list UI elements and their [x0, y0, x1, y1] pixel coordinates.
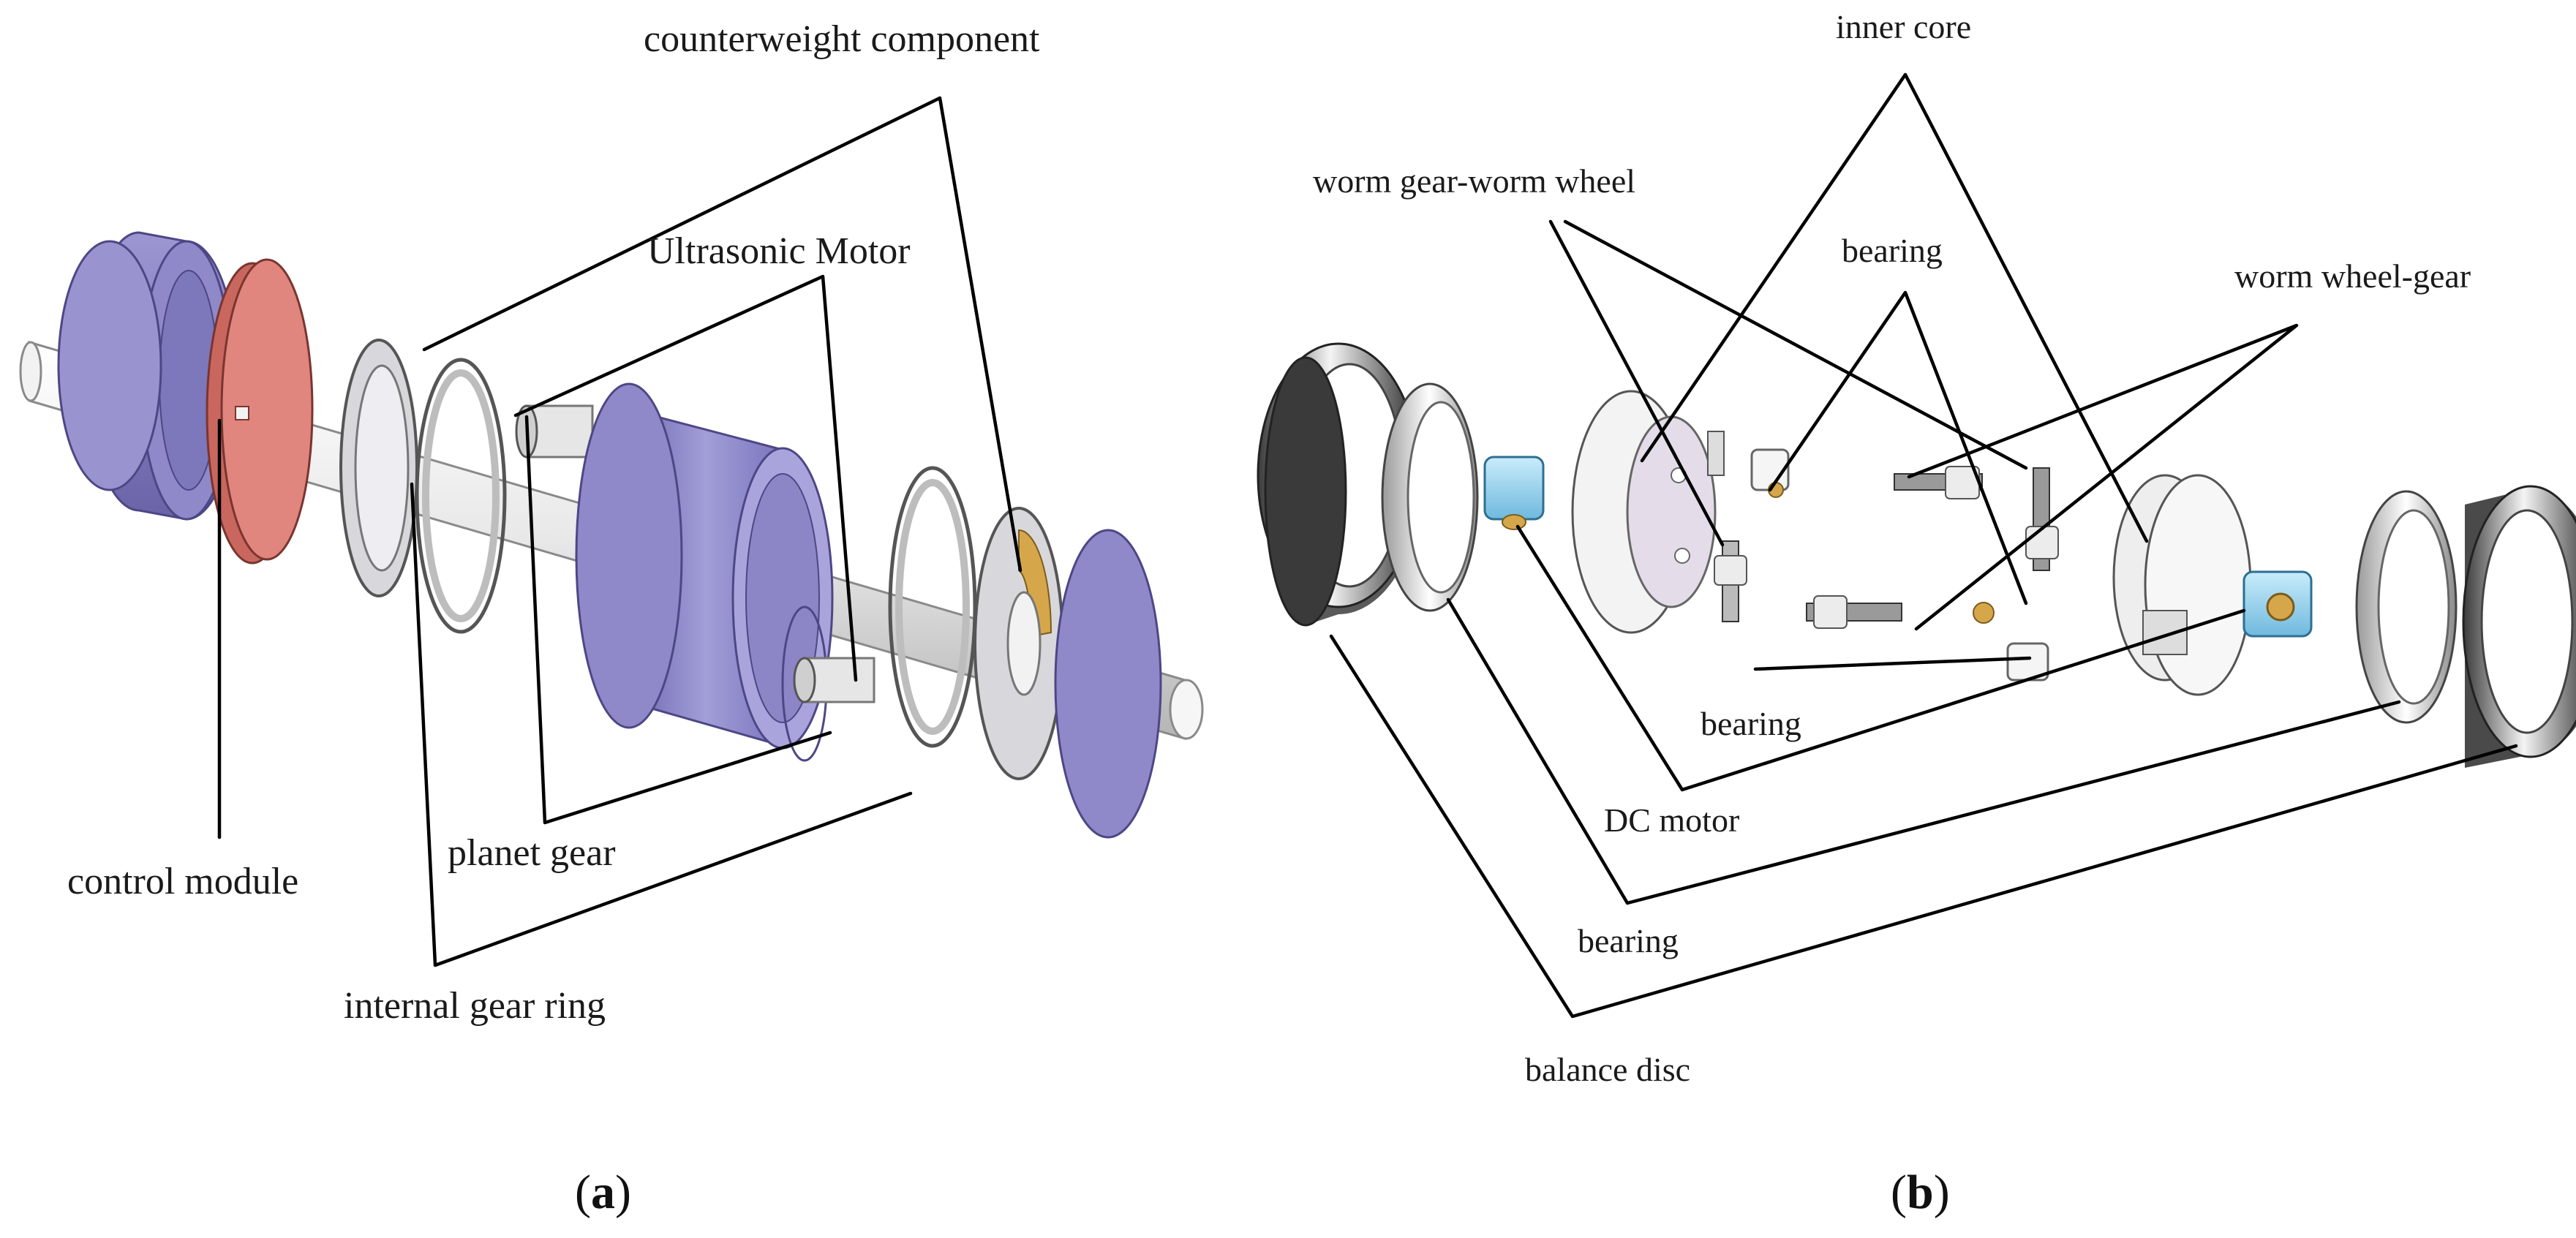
panel-b: inner core worm gear-worm wheel bearing …: [1257, 8, 2576, 1219]
label-worm-gear-worm-wheel: worm gear-worm wheel: [1313, 162, 1635, 200]
label-counterweight-component: counterweight component: [644, 18, 1040, 60]
caption-a-open: (: [575, 1166, 591, 1219]
caption-b-open: (: [1891, 1166, 1907, 1219]
planet-gear-left: [515, 404, 594, 458]
label-planet-gear: planet gear: [448, 832, 616, 874]
caption-b-close: ): [1934, 1166, 1950, 1219]
caption-a: (a): [575, 1166, 631, 1219]
leader-lines-b: [1329, 72, 2518, 1019]
label-worm-wheel-gear: worm wheel-gear: [2234, 257, 2471, 295]
worm-shaft-1: [1714, 540, 1747, 622]
right-bearing-ring: [2355, 490, 2458, 724]
label-ultrasonic-motor: Ultrasonic Motor: [647, 230, 911, 272]
label-bearing-low: bearing: [1578, 922, 1679, 959]
dc-motor-right: [2242, 570, 2313, 638]
label-balance-disc: balance disc: [1525, 1051, 1690, 1088]
inner-core-right: [2112, 474, 2252, 696]
leader-lines-a: [217, 96, 1023, 967]
internal-gear-ring-1: [415, 358, 507, 634]
label-dc-motor: DC motor: [1604, 801, 1739, 839]
gear-disc-1: [339, 339, 418, 597]
left-balance-disc: [1257, 342, 1422, 627]
left-end-housing: [57, 231, 239, 521]
control-module: [206, 258, 314, 565]
inner-core-left: [1571, 390, 1725, 634]
worm-shaft-3: [1894, 466, 1983, 499]
caption-a-close: ): [615, 1166, 631, 1219]
counterweight-disc: [973, 507, 1064, 780]
left-bearing-ring: [1381, 382, 1479, 612]
label-bearing-top: bearing: [1842, 232, 1943, 269]
label-inner-core: inner core: [1836, 8, 1971, 45]
small-bearing-3: [1973, 602, 1995, 624]
label-bearing-mid: bearing: [1701, 705, 1801, 742]
right-balance-disc: [2462, 485, 2576, 768]
caption-b-letter: b: [1907, 1166, 1934, 1219]
ultrasonic-motor-housing: [575, 382, 834, 762]
caption-a-letter: a: [591, 1166, 615, 1219]
panel-a: counterweight component Ultrasonic Motor…: [19, 18, 1204, 1219]
planet-gear-right: [793, 657, 875, 703]
internal-gear-ring-2: [888, 466, 977, 748]
label-control-module: control module: [67, 861, 298, 902]
dc-motor-left: [1483, 456, 1545, 530]
right-end-disc: [1054, 529, 1162, 839]
caption-b: (b): [1891, 1166, 1950, 1219]
worm-shaft-2: [1806, 595, 1902, 629]
label-internal-gear-ring: internal gear ring: [344, 985, 606, 1027]
